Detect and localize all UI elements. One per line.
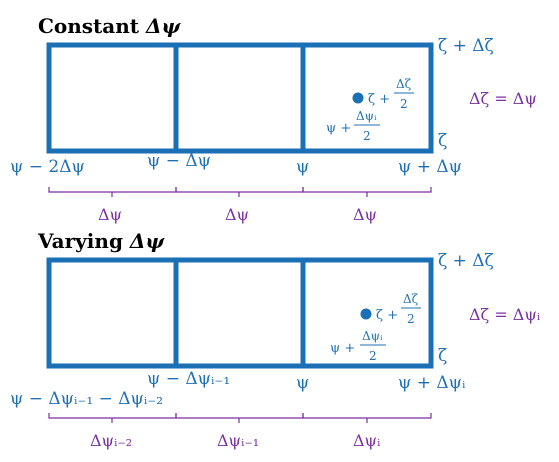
varying-x-label-3: ψ	[296, 373, 309, 393]
constant-x-label-2: ψ − Δψ	[147, 151, 211, 171]
varying-brace-1	[48, 413, 177, 423]
varying-point-psi-label: ψ +	[330, 341, 355, 356]
constant-brace-label-1: Δψ	[98, 205, 122, 224]
constant-x-label-4: ψ + Δψ	[398, 157, 462, 177]
varying-brace-label-2: Δψᵢ₋₁	[217, 431, 259, 450]
constant-title-text: Constant	[38, 14, 146, 38]
varying-x-label-1: ψ − Δψᵢ₋₁ − Δψᵢ₋₂	[10, 389, 163, 409]
constant-point-zeta-label: ζ +	[368, 92, 390, 107]
varying-brace-label-3: Δψᵢ	[353, 431, 380, 450]
constant-brace-2	[175, 187, 304, 197]
varying-title-text: Varying	[37, 229, 130, 253]
varying-grid-outline	[46, 257, 434, 369]
constant-point-psi-num: Δψᵢ	[356, 109, 377, 123]
varying-x-label-4: ψ + Δψᵢ	[398, 373, 466, 393]
varying-title-math: Δψ	[129, 229, 166, 253]
constant-relation-label: Δζ = Δψ	[469, 89, 537, 108]
varying-brace-2	[175, 413, 304, 423]
varying-point-psi-num: Δψᵢ	[362, 329, 383, 343]
constant-brace-3	[302, 187, 432, 197]
constant-brace-label-2: Δψ	[225, 205, 249, 224]
varying-midpoint-dot	[360, 308, 372, 320]
varying-point-zeta-den: 2	[407, 312, 415, 326]
constant-x-label-1: ψ − 2Δψ	[10, 157, 85, 177]
varying-grid	[46, 257, 434, 369]
constant-bottom-right-label: ζ	[438, 131, 447, 151]
varying-relation-label: Δζ = Δψᵢ	[469, 305, 540, 324]
varying-top-right-label: ζ + Δζ	[438, 251, 494, 271]
varying-bottom-right-label: ζ	[438, 346, 447, 366]
varying-brace-label-1: Δψᵢ₋₂	[90, 431, 132, 450]
varying-point-zeta-num: Δζ	[403, 292, 419, 306]
constant-point-zeta-num: Δζ	[396, 77, 412, 91]
constant-point-zeta-den: 2	[400, 97, 408, 111]
varying-point-psi-den: 2	[369, 349, 377, 363]
constant-brace-1	[48, 187, 177, 197]
varying-x-label-2: ψ − Δψᵢ₋₁	[147, 369, 230, 389]
constant-grid-outline	[46, 42, 434, 154]
constant-point-psi-label: ψ +	[326, 121, 351, 136]
constant-midpoint-dot	[352, 92, 364, 104]
constant-x-label-3: ψ	[296, 157, 309, 177]
constant-braces	[48, 187, 432, 197]
constant-title-math: Δψ	[145, 14, 182, 38]
constant-point-psi-den: 2	[363, 129, 371, 143]
varying-title: Varying Δψ	[37, 229, 165, 253]
varying-brace-3	[302, 413, 432, 423]
constant-top-right-label: ζ + Δζ	[438, 36, 494, 56]
constant-grid	[46, 42, 434, 154]
constant-title: Constant Δψ	[38, 14, 182, 38]
varying-point-zeta-label: ζ +	[376, 308, 398, 323]
constant-brace-label-3: Δψ	[353, 205, 377, 224]
varying-braces	[48, 413, 432, 423]
